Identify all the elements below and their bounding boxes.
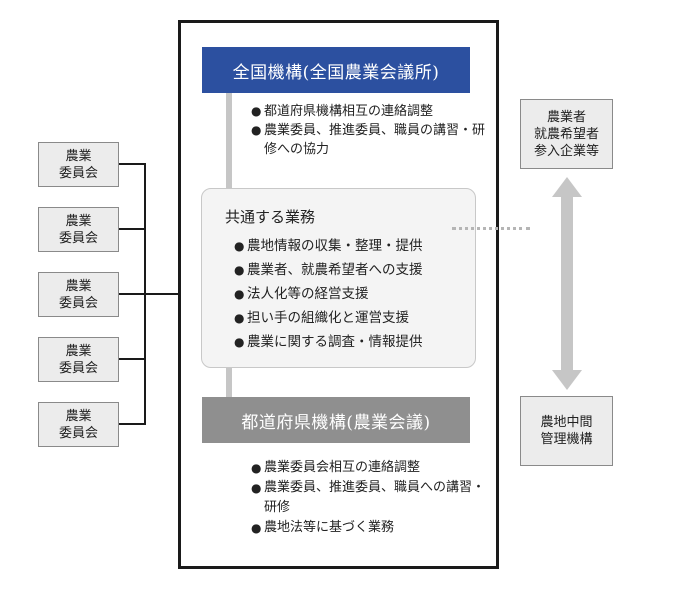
committee-label-line1: 農業 [65, 148, 92, 164]
committee-label-line2: 委員会 [58, 295, 98, 311]
farmland-bank-box: 農地中間 管理機構 [520, 396, 613, 466]
committee-label-line1: 農業 [65, 343, 92, 359]
committee-label-line2: 委員会 [58, 230, 98, 246]
national-organization-title: 全国機構(全国農業会議所) [232, 62, 440, 83]
farmers-box: 農業者 就農希望者 参入企業等 [520, 99, 613, 169]
prefectural-duty-item: 農業委員、推進委員、職員への講習・研修 [251, 478, 486, 518]
prefectural-duties-list: 農業委員会相互の連絡調整 農業委員、推進委員、職員への講習・研修 農地法等に基づ… [251, 458, 486, 538]
committee-box: 農業 委員会 [38, 337, 119, 382]
prefectural-organization-title: 都道府県機構(農業会議) [241, 412, 431, 433]
committee-label-line1: 農業 [65, 278, 92, 294]
common-duty-item: 農業に関する調査・情報提供 [234, 330, 469, 354]
bracket-stub [119, 358, 146, 360]
committee-box: 農業 委員会 [38, 402, 119, 447]
bracket-stub [119, 293, 146, 295]
dotted-connector [452, 227, 530, 230]
prefectural-duty-item: 農地法等に基づく業務 [251, 518, 486, 538]
bracket-stub [119, 163, 146, 165]
common-duty-item: 農業者、就農希望者への支援 [234, 258, 469, 282]
common-duties-title: 共通する業務 [225, 208, 316, 226]
national-duty-item: 農業委員、推進委員、職員の講習・研修への協力 [251, 121, 486, 159]
common-duties-list: 農地情報の収集・整理・提供 農業者、就農希望者への支援 法人化等の経営支援 担い… [234, 234, 469, 354]
farmers-label-line3: 参入企業等 [533, 143, 599, 159]
committee-label-line2: 委員会 [58, 360, 98, 376]
double-arrow-icon [552, 177, 582, 390]
national-duties-list: 都道府県機構相互の連絡調整 農業委員、推進委員、職員の講習・研修への協力 [251, 102, 486, 159]
committee-box: 農業 委員会 [38, 207, 119, 252]
bracket-to-frame [144, 293, 180, 295]
common-duty-item: 農地情報の収集・整理・提供 [234, 234, 469, 258]
committee-label-line2: 委員会 [58, 165, 98, 181]
national-organization-header: 全国機構(全国農業会議所) [202, 47, 470, 93]
prefectural-duty-item: 農業委員会相互の連絡調整 [251, 458, 486, 478]
prefectural-organization-header: 都道府県機構(農業会議) [202, 397, 470, 443]
committee-label-line1: 農業 [65, 408, 92, 424]
common-duty-item: 担い手の組織化と運営支援 [234, 306, 469, 330]
farmland-bank-label-line1: 農地中間 [540, 415, 593, 430]
committee-box: 農業 委員会 [38, 142, 119, 187]
common-duty-item: 法人化等の経営支援 [234, 282, 469, 306]
committee-label-line2: 委員会 [58, 425, 98, 441]
bracket-stub [119, 228, 146, 230]
farmland-bank-label-line2: 管理機構 [540, 432, 593, 447]
farmers-label-line2: 就農希望者 [533, 126, 599, 142]
committee-box: 農業 委員会 [38, 272, 119, 317]
committee-label-line1: 農業 [65, 213, 92, 229]
farmers-label-line1: 農業者 [546, 109, 586, 125]
national-duty-item: 都道府県機構相互の連絡調整 [251, 102, 486, 121]
bracket-stub [119, 423, 146, 425]
